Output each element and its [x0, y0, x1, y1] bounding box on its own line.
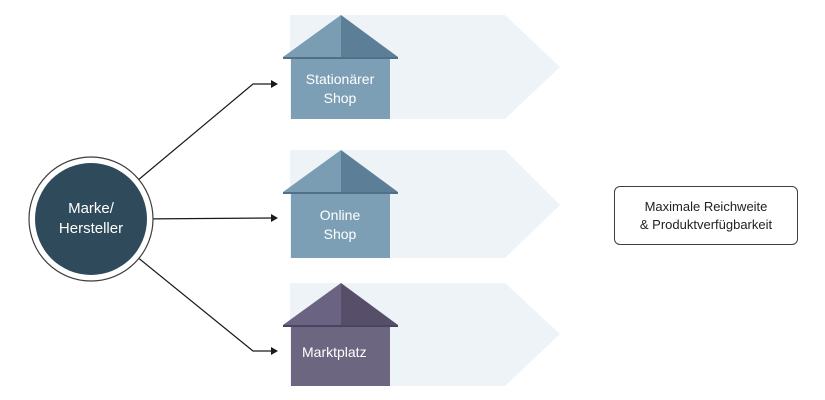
connector-online: [134, 217, 273, 220]
house-online-shop: [283, 150, 398, 258]
channel-label-stationary: Stationärer Shop: [291, 66, 389, 112]
source-label-line2: Hersteller: [58, 220, 124, 237]
connector-stationary: [130, 83, 272, 187]
channel-label-online-line2: Shop: [323, 226, 357, 242]
connector-marketplace: [130, 251, 272, 352]
source-label-line1: Marke/: [68, 200, 114, 217]
channel-label-stationary-line2: Shop: [323, 90, 357, 106]
house-stationary-shop: [283, 15, 398, 119]
connectors: [130, 83, 273, 352]
arrowheads: [271, 80, 278, 355]
result-line2: & Produktverfügbarkeit: [639, 216, 773, 232]
channel-label-marketplace-line1: Marktplatz: [302, 343, 367, 360]
channel-label-stationary-line1: Stationärer: [305, 71, 375, 87]
source-label: Marke/ Hersteller: [36, 179, 146, 259]
house-marketplace: [283, 283, 398, 386]
arrowhead-stationary: [271, 80, 278, 88]
result-line1: Maximale Reichweite: [644, 198, 768, 214]
arrowhead-online: [271, 214, 278, 222]
channel-label-marketplace: Marktplatz: [302, 340, 400, 364]
channel-label-online: Online Shop: [291, 202, 389, 248]
result-box: Maximale Reichweite & Produktverfügbarke…: [614, 186, 798, 245]
source-circle: [28, 156, 154, 282]
channel-label-online-line1: Online: [319, 207, 361, 223]
arrowhead-marketplace: [271, 347, 278, 355]
